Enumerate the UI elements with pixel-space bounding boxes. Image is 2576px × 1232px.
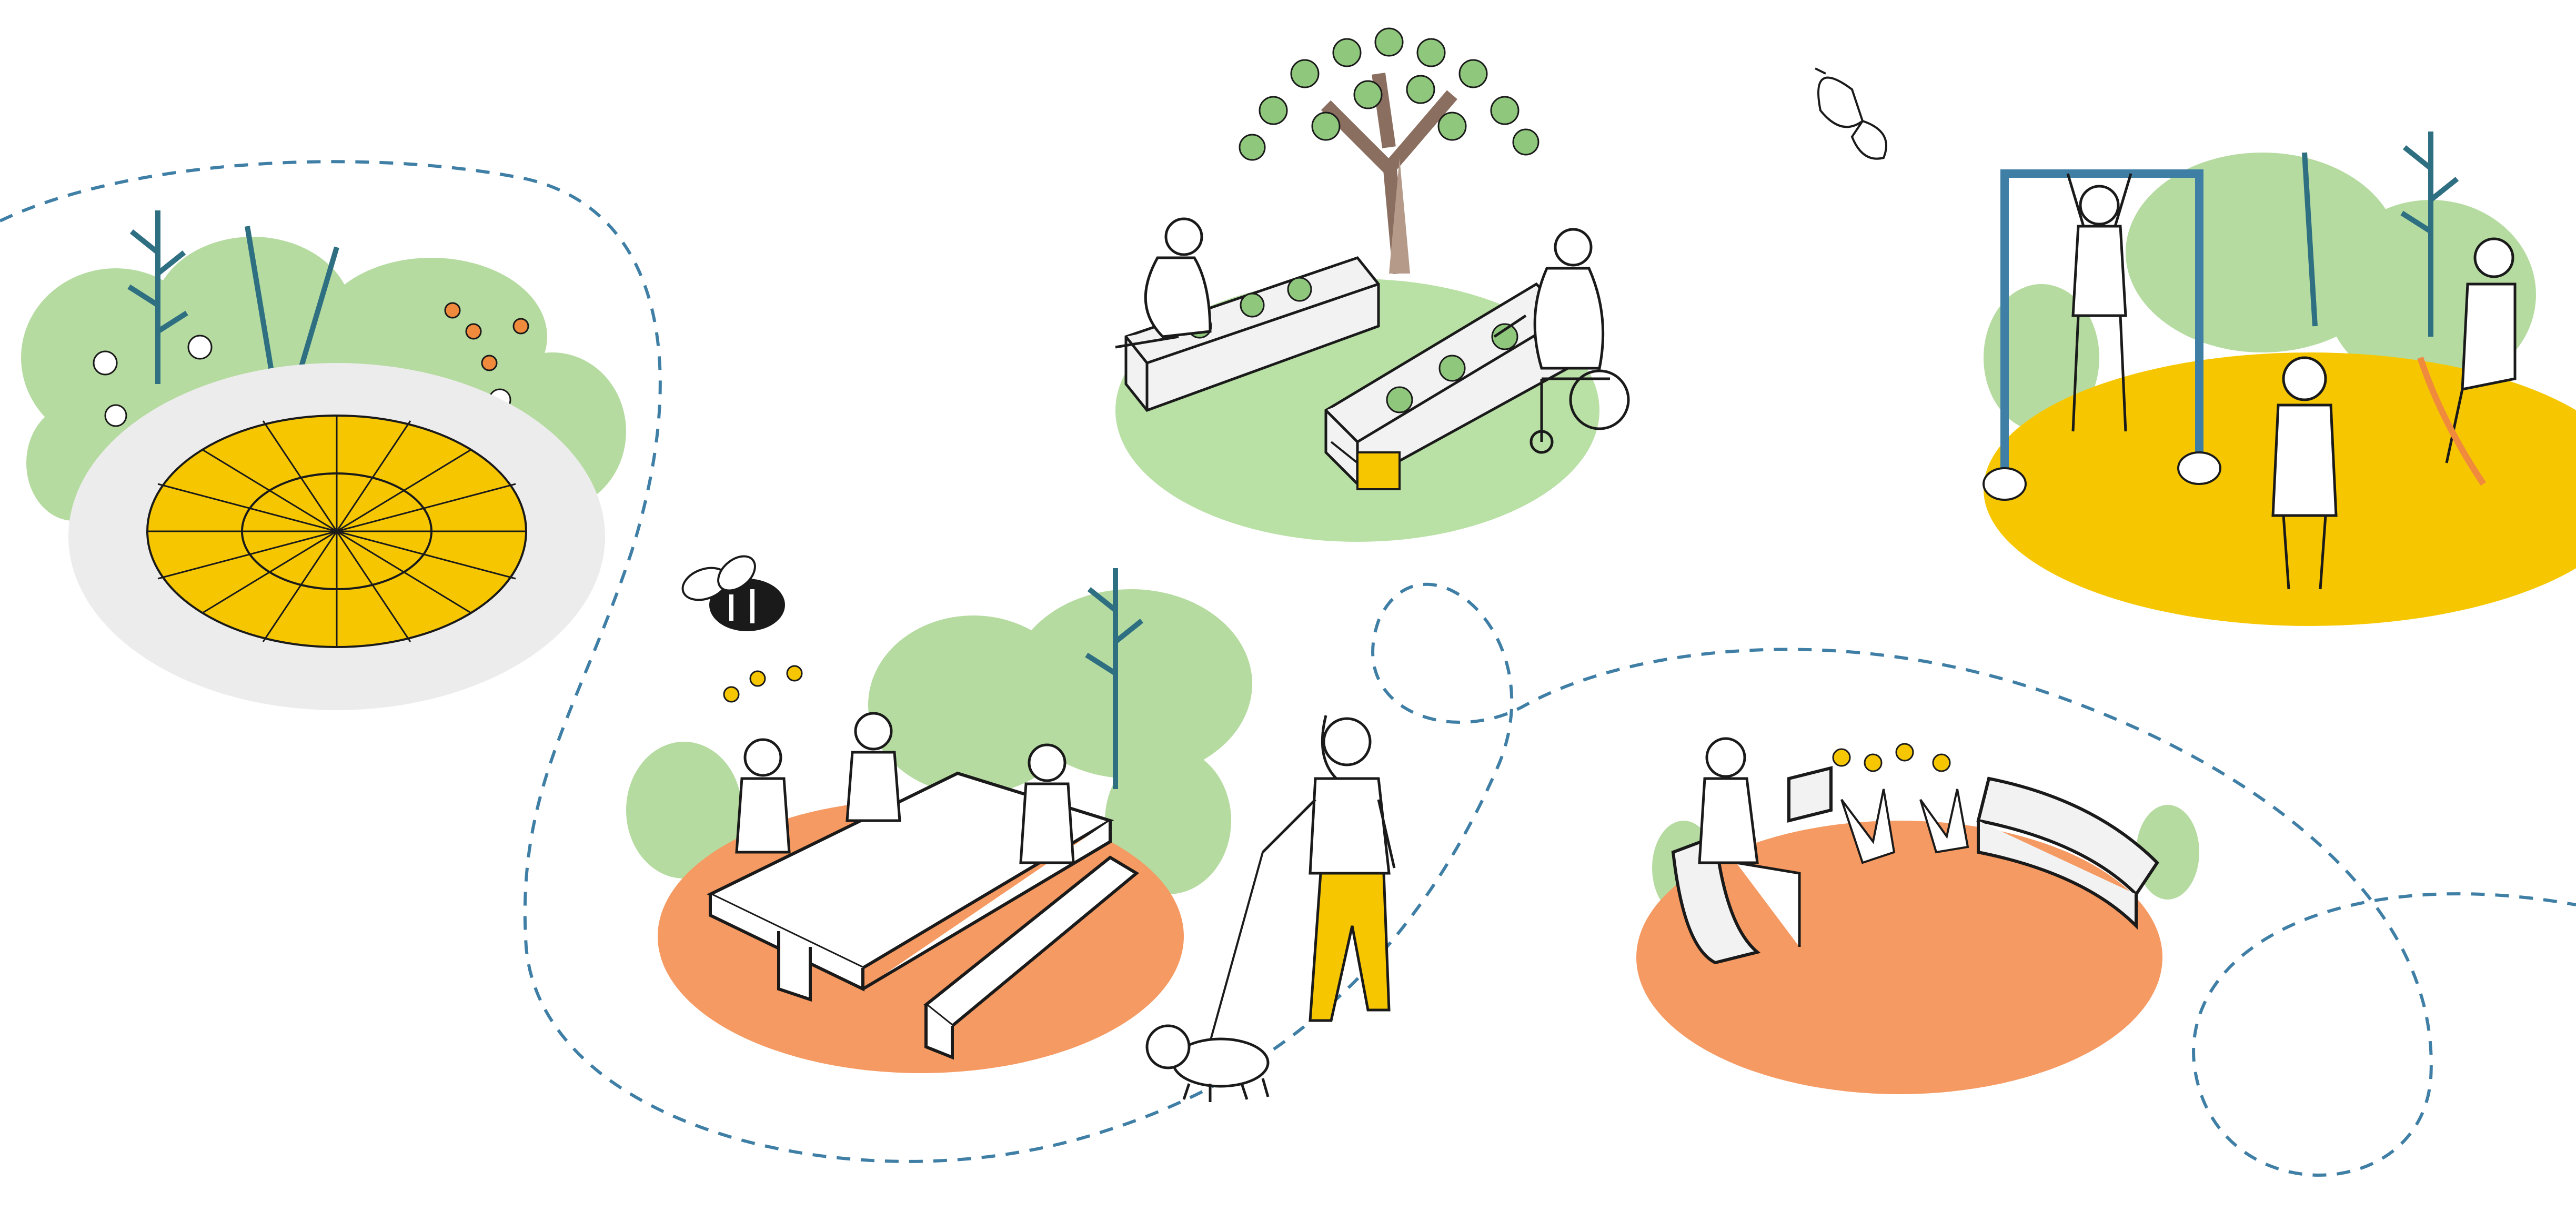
leash [1209, 852, 1264, 1042]
sundial-paving-icon [146, 415, 527, 648]
watering-can-icon [1330, 441, 1401, 490]
picnic-scene [626, 568, 1252, 1073]
pullup-bar-icon [2000, 169, 2203, 473]
person-rower [2417, 237, 2517, 486]
wheelchair-icon [1530, 369, 1630, 454]
planters-scene [1115, 27, 1630, 542]
diners [735, 712, 1075, 864]
planter-leaves [1840, 789, 1969, 864]
bench-icon [1671, 766, 2159, 965]
leaf-sprigs [1085, 568, 1144, 789]
gardener-left [1115, 217, 1212, 349]
yellow-tulips [723, 665, 803, 703]
dashed-path [0, 160, 2576, 1177]
gardener-wheelchair [1493, 228, 1630, 454]
person-pullup [2066, 173, 2132, 432]
raised-planter-icon [1124, 256, 1380, 412]
planter-greens [1187, 277, 1518, 413]
sundial-scene [21, 210, 626, 710]
person-child [2271, 356, 2338, 590]
walker [1262, 715, 1396, 1022]
planter-flowers [1832, 743, 1951, 772]
bench-scene [1636, 737, 2199, 1094]
foliage-cluster [626, 589, 1252, 894]
bee-icon [681, 555, 785, 631]
dog-icon [1145, 1024, 1270, 1102]
seated-person [1698, 737, 1801, 947]
walker-scene [1145, 715, 1396, 1102]
leaf-sprigs [2302, 132, 2459, 337]
butterfly-icon [1815, 67, 1887, 160]
orange-tulips [444, 302, 529, 371]
bench-icon [923, 855, 1140, 1060]
rock [1983, 451, 2221, 501]
fitness-scene [1983, 132, 2576, 626]
tree-icon [1239, 27, 1539, 275]
